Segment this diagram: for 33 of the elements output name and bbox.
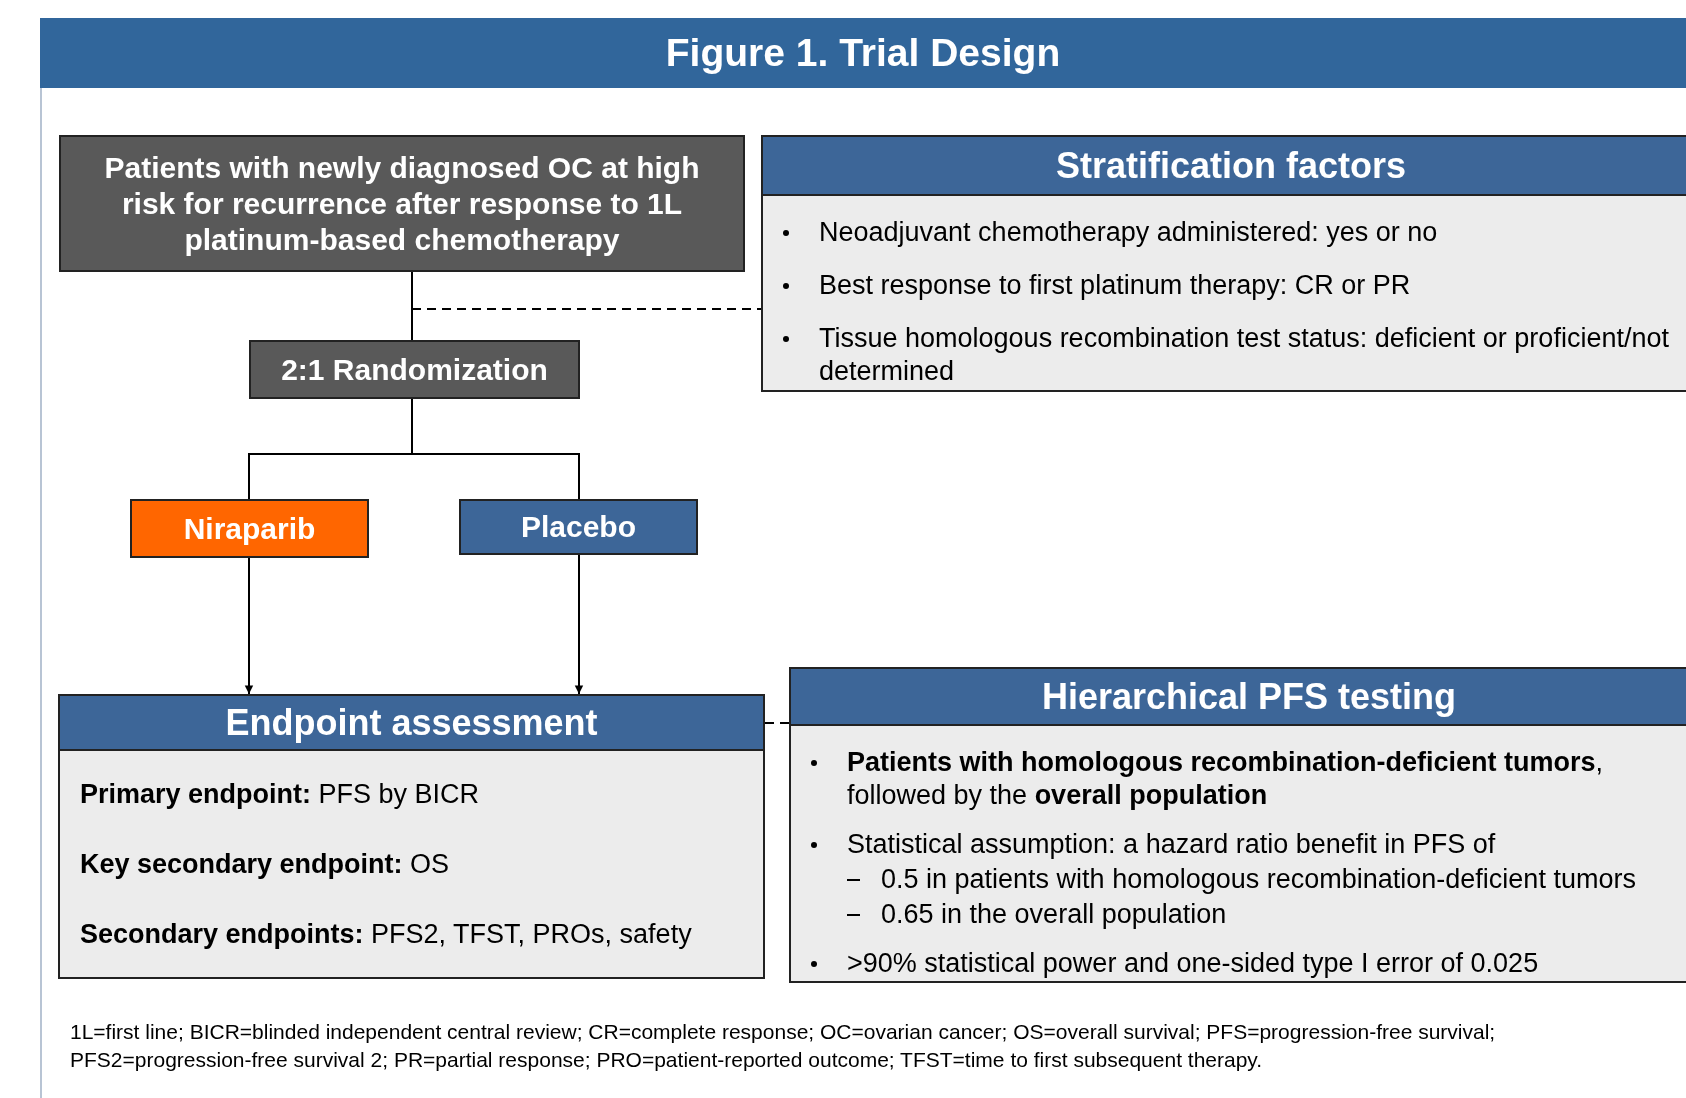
connector-line — [411, 398, 580, 500]
randomization-box — [249, 340, 580, 399]
bullet-text: >90% statistical power and one-sided type I error of 0.025 — [847, 948, 1539, 978]
hierarchical-testing-card — [789, 667, 1686, 983]
treatment-arm-box — [130, 499, 369, 558]
card-heading: Hierarchical PFS testing — [791, 669, 1686, 726]
box-label: Placebo — [519, 509, 638, 545]
bullet-text: Patients with homologous recombination-deficient tumors, followed by the overall population — [847, 747, 1604, 810]
bullet-text: Best response to first platinum therapy: CR or PR — [819, 270, 1411, 300]
card-heading: Stratification factors — [763, 137, 1686, 196]
bullet-text: Neoadjuvant chemotherapy administered: yes or no — [819, 217, 1438, 247]
stratification-card — [761, 135, 1686, 392]
endpoint-text: Primary endpoint: PFS by BICR — [80, 778, 480, 809]
dashed-connector — [411, 308, 762, 310]
endpoint-card — [58, 694, 765, 979]
connector-line — [411, 271, 413, 341]
dashed-connector — [764, 722, 790, 724]
bullet-text: 0.65 in the overall population — [881, 899, 1227, 929]
endpoint-text: Key secondary endpoint: OS — [80, 848, 450, 879]
bullet-text: 0.5 in patients with homologous recombination-deficient tumors — [881, 864, 1636, 894]
box-label: Patients with newly diagnosed OC at high risk for recurrence after response to 1L platinum-based chemotherapy — [103, 149, 701, 258]
endpoint-text: Secondary endpoints: PFS2, TFST, PROs, safety — [80, 918, 692, 949]
box-label: Niraparib — [182, 510, 317, 547]
box-label: 2:1 Randomization — [280, 351, 549, 388]
card-heading: Endpoint assessment — [60, 696, 763, 751]
arrow — [244, 557, 254, 695]
footnote: 1L=first line; BICR=blinded independent central review; CR=complete response; OC=ovarian cancer; OS=overall survival; PFS=progression-free survival; PFS2=progression-free survival 2; PR=partial response; PRO=patient-reported outcome; TFST=time to first subsequent therapy. — [70, 1019, 1497, 1073]
title-banner: Figure 1. Trial Design — [40, 18, 1686, 88]
eligibility-box — [59, 135, 745, 272]
bullet-text: Tissue homologous recombination test status: deficient or proficient/not determined — [819, 323, 1669, 386]
treatment-arm-box — [459, 499, 698, 555]
bullet-text: Statistical assumption: a hazard ratio benefit in PFS of — [847, 829, 1496, 859]
arrow — [574, 554, 584, 695]
